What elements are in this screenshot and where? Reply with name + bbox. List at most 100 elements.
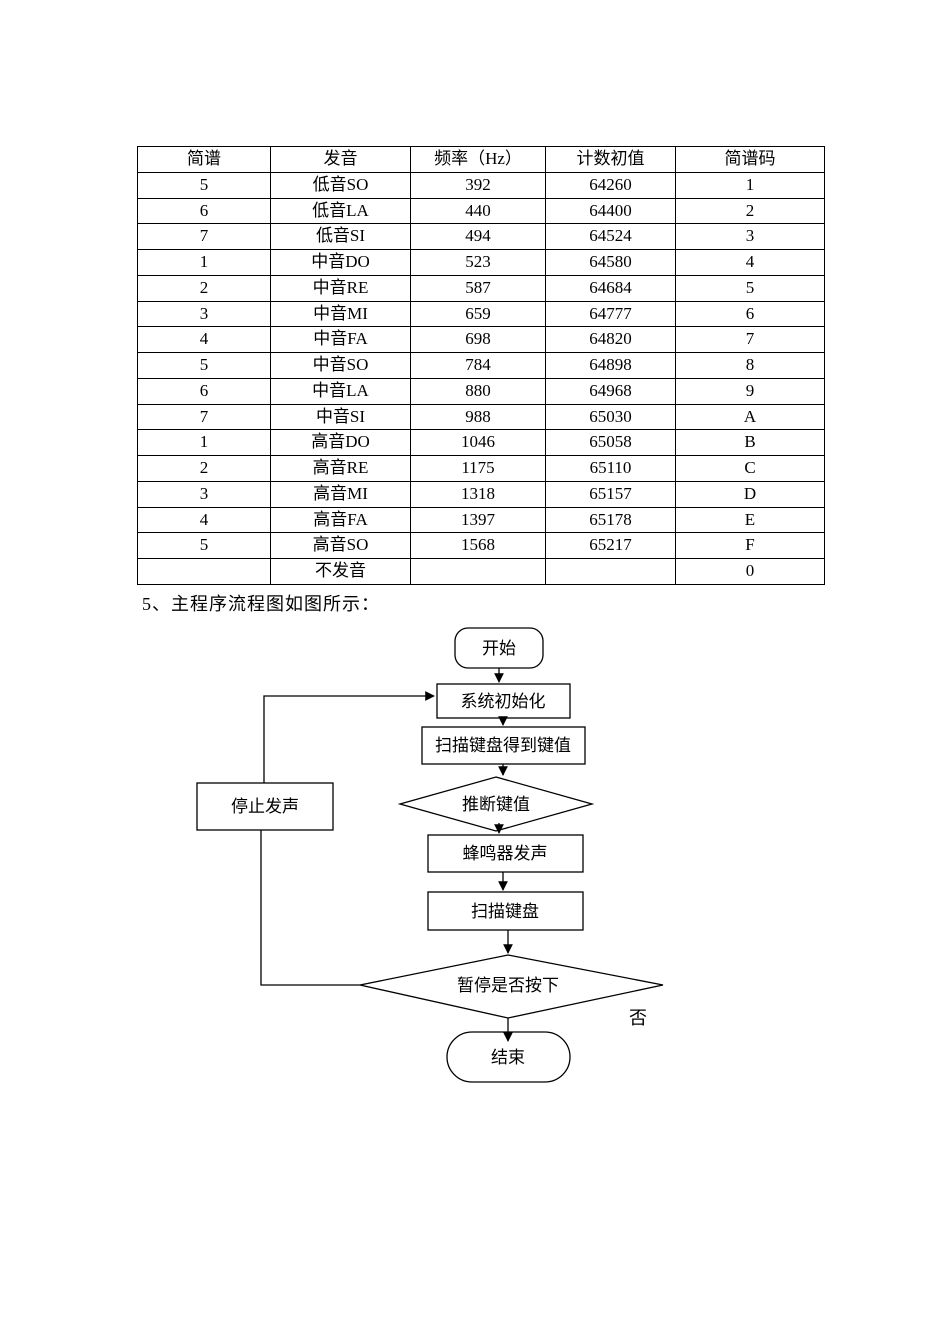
table-cell: 494 <box>410 223 546 250</box>
table-cell: 587 <box>410 274 546 302</box>
init-node-label: 系统初始化 <box>461 692 546 711</box>
table-cell: 880 <box>410 377 546 405</box>
table-cell: 中音DO <box>270 249 411 276</box>
line-pause-to-stop-sound <box>260 830 360 986</box>
table-cell: 64898 <box>545 352 676 379</box>
table-cell: 1318 <box>410 480 546 508</box>
table-cell: 5 <box>137 171 271 199</box>
table-cell: 1397 <box>410 506 546 534</box>
table-cell: A <box>675 403 825 431</box>
table-cell: 5 <box>675 274 825 302</box>
table-cell: 9 <box>675 377 825 405</box>
table-cell: 中音SO <box>270 352 411 379</box>
table-cell: 65178 <box>545 506 676 534</box>
table-cell: 440 <box>410 197 546 225</box>
table-cell: 高音DO <box>270 429 411 456</box>
table-cell: 中音RE <box>270 274 411 302</box>
table-cell: 高音SO <box>270 532 411 559</box>
main-program-flowchart: 开始 系统初始化 扫描键盘得到键值 推断键值 蜂鸣器发声 扫描键盘 暂停是否按下… <box>196 627 664 1083</box>
table-cell: 高音RE <box>270 455 411 482</box>
header-fayin: 发音 <box>270 146 411 173</box>
table-cell: C <box>675 455 825 482</box>
table-cell: 高音FA <box>270 506 411 534</box>
table-cell: 7 <box>675 326 825 353</box>
table-cell: 1 <box>137 249 271 276</box>
table-header-row: 简谱 发音 频率（Hz） 计数初值 简谱码 <box>137 146 825 173</box>
table-cell: 3 <box>137 480 271 508</box>
section-heading: 5、主程序流程图如图所示： <box>142 594 380 614</box>
table-cell: 6 <box>675 300 825 328</box>
table-cell: B <box>675 429 825 456</box>
table-cell: 1046 <box>410 429 546 456</box>
table-cell: 中音LA <box>270 377 411 405</box>
table-cell: 64777 <box>545 300 676 328</box>
judge-key-decision-label: 推断键值 <box>462 795 530 814</box>
buzzer-sound-node <box>427 834 584 873</box>
table-cell: 65058 <box>545 429 676 456</box>
header-frequency: 频率（Hz） <box>410 146 546 173</box>
header-count-initial: 计数初值 <box>545 146 676 173</box>
end-node-label: 结束 <box>491 1048 525 1067</box>
stop-sound-node <box>196 782 334 831</box>
table-cell <box>410 558 546 585</box>
pause-pressed-decision-label: 暂停是否按下 <box>457 976 559 995</box>
stop-sound-node-label: 停止发声 <box>231 797 299 816</box>
table-cell: 698 <box>410 326 546 353</box>
header-jianpu: 简谱 <box>137 146 271 173</box>
table-cell: 2 <box>675 197 825 225</box>
table-cell: 2 <box>137 274 271 302</box>
table-cell: 不发音 <box>270 558 411 585</box>
table-cell: 低音SO <box>270 171 411 199</box>
table-cell: 6 <box>137 377 271 405</box>
table-cell: 7 <box>137 223 271 250</box>
table-cell: 中音SI <box>270 403 411 431</box>
init-node <box>436 683 571 719</box>
table-cell: 1175 <box>410 455 546 482</box>
table-cell: 低音LA <box>270 197 411 225</box>
table-cell: 4 <box>675 249 825 276</box>
table-cell: 中音MI <box>270 300 411 328</box>
table-cell: 低音SI <box>270 223 411 250</box>
table-cell: 高音MI <box>270 480 411 508</box>
scan-get-key-node <box>421 726 586 765</box>
buzzer-sound-node-label: 蜂鸣器发声 <box>463 844 548 863</box>
table-cell: D <box>675 480 825 508</box>
table-cell: 392 <box>410 171 546 199</box>
table-cell <box>545 558 676 585</box>
table-cell: 65217 <box>545 532 676 559</box>
header-jianpu-code: 简谱码 <box>675 146 825 173</box>
table-cell: 1 <box>137 429 271 456</box>
table-cell: 784 <box>410 352 546 379</box>
table-cell: 2 <box>137 455 271 482</box>
table-cell: F <box>675 532 825 559</box>
table-cell: 64400 <box>545 197 676 225</box>
table-cell: 64968 <box>545 377 676 405</box>
table-cell: E <box>675 506 825 534</box>
table-cell: 65110 <box>545 455 676 482</box>
table-cell: 64524 <box>545 223 676 250</box>
table-cell: 64580 <box>545 249 676 276</box>
table-cell: 65157 <box>545 480 676 508</box>
table-cell: 1 <box>675 171 825 199</box>
scan-get-key-node-label: 扫描键盘得到键值 <box>435 736 571 755</box>
table-cell: 6 <box>137 197 271 225</box>
table-cell: 5 <box>137 532 271 559</box>
branch-label-no: 否 <box>629 1008 647 1028</box>
